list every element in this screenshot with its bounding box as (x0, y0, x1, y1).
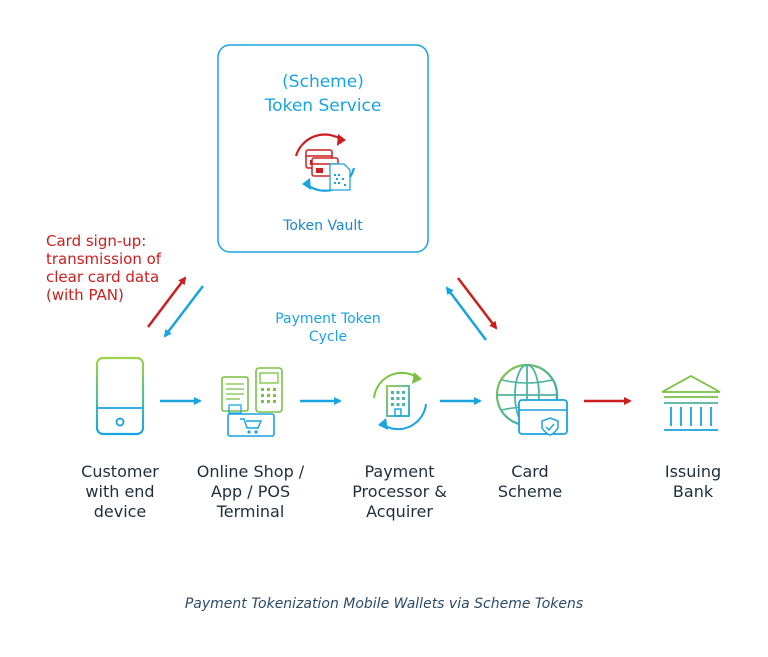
scheme-red-arrow (457, 277, 498, 330)
processor-building-icon (373, 371, 427, 431)
signup-note-line4: (with PAN) (46, 286, 124, 304)
node-label-customer: Customer with end device (65, 462, 175, 522)
signup-note-line1: Card sign-up: (46, 232, 147, 250)
node-label-bank: Issuing Bank (643, 462, 743, 502)
signup-note-line2: transmission of (46, 250, 162, 268)
cycle-label-line2: Cycle (308, 329, 348, 345)
signup-red-arrow (147, 276, 187, 328)
node-label-line: Acquirer (366, 502, 433, 521)
node-label-line: Online Shop / (196, 462, 305, 481)
signup-note-line3: clear card data (46, 268, 160, 286)
token-service-title-line2: Token Service (264, 96, 382, 116)
node-label-line: Customer (81, 462, 159, 481)
node-label-line: Bank (672, 482, 714, 501)
signup-blue-arrow (163, 285, 204, 338)
globe-card-icon (495, 363, 568, 436)
token-vault-label: Token Vault (283, 218, 363, 234)
node-label-line: Scheme (497, 482, 563, 501)
node-label-processor: Payment Processor & Acquirer (342, 462, 457, 522)
signup-note: Card sign-up: transmission of clear card… (46, 232, 186, 304)
node-label-scheme: Card Scheme (480, 462, 580, 502)
token-service-box (217, 44, 429, 253)
token-vault-icon (294, 133, 356, 192)
node-label-line: App / POS (210, 482, 291, 501)
payment-token-cycle-label: Payment Token Cycle (258, 310, 398, 346)
smartphone-icon (95, 356, 145, 436)
scheme-blue-arrow (445, 286, 487, 341)
node-label-line: with end (85, 482, 155, 501)
cycle-label-line1: Payment Token (275, 311, 381, 327)
node-label-shop: Online Shop / App / POS Terminal (188, 462, 313, 522)
node-label-line: device (93, 502, 147, 521)
node-label-line: Terminal (216, 502, 285, 521)
node-label-line: Payment (364, 462, 435, 481)
node-label-line: Issuing (664, 462, 722, 481)
figure-caption: Payment Tokenization Mobile Wallets via … (184, 596, 584, 612)
bank-building-icon (661, 374, 721, 431)
node-label-line: Processor & (352, 482, 447, 501)
node-label-line: Card (511, 462, 549, 481)
pos-terminal-icon (221, 367, 283, 437)
token-service-title-line1: (Scheme) (282, 72, 364, 92)
